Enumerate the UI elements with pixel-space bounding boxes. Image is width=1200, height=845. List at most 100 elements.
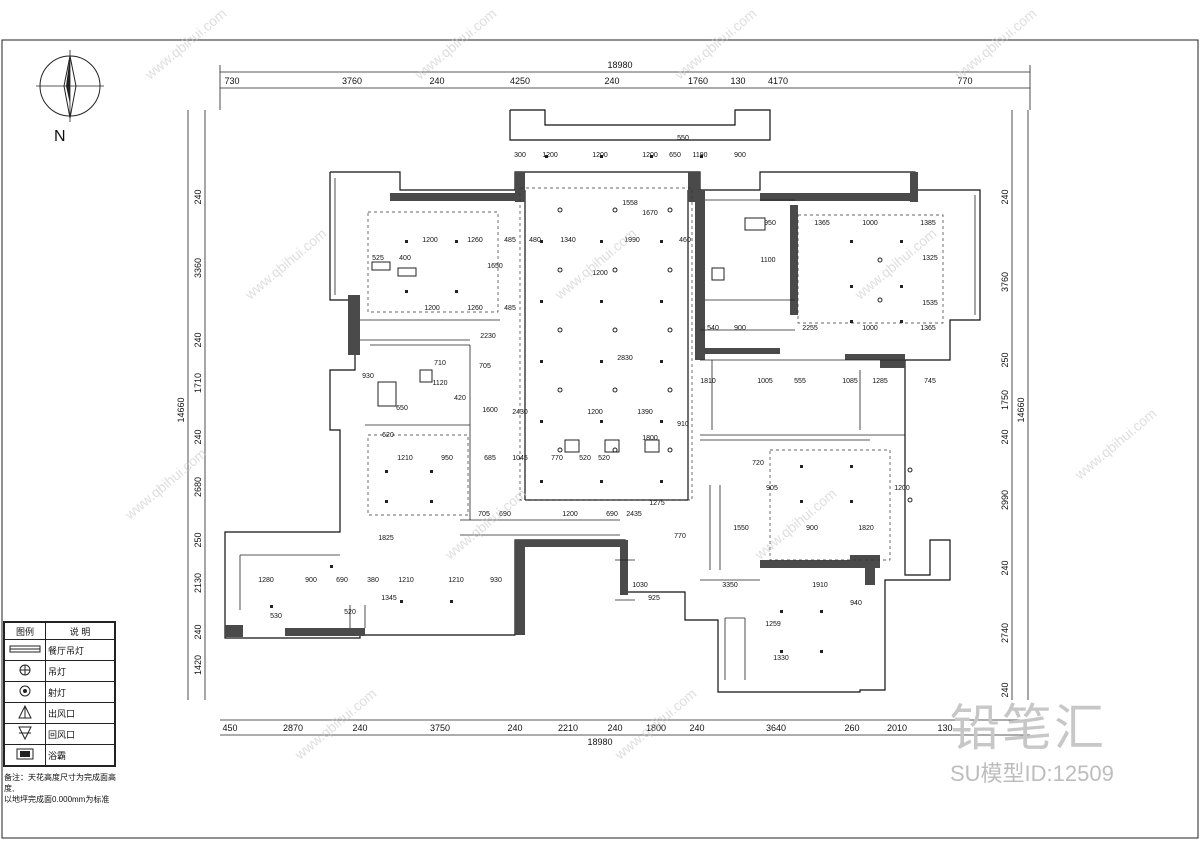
fixture-boxes [371,217,766,453]
watermark-site-text: www.qbihui.com [411,5,500,83]
watermark-site-text: www.qbihui.com [851,225,940,303]
interior-dimension-label: 1200 [894,485,910,492]
interior-dimension-label: 1810 [700,378,716,385]
dimension-bottom-segment: 3640 [766,723,786,733]
interior-dimension-label: 1550 [733,525,749,532]
interior-dimension-label: 2435 [626,511,642,518]
interior-dimension-label: 2830 [617,355,633,362]
interior-dimension-label: 3350 [722,582,738,589]
interior-dimension-label: 400 [399,255,411,262]
floor-outline [224,109,981,693]
interior-dimension-label: 1200 [642,152,658,159]
dimension-top-segment: 3760 [342,76,362,86]
interior-dimension-label: 460 [679,237,691,244]
interior-dimension-label: 1340 [560,237,576,244]
interior-dimension-label: 555 [794,378,806,385]
dimension-bottom-segment: 450 [222,723,237,733]
interior-partitions [239,178,976,680]
interior-dimension-label: 300 [514,152,526,159]
interior-dimension-label: 1600 [482,407,498,414]
interior-dimension-label: 420 [454,395,466,402]
interior-dimension-label: 1200 [587,409,603,416]
interior-dimension-label: 950 [441,455,453,462]
interior-dimension-label: 380 [367,577,379,584]
dimension-right-segment: 240 [1000,682,1010,697]
interior-dimension-label: 650 [669,152,681,159]
dimension-left-segment: 3360 [193,258,203,278]
interior-dimension-label: 1120 [432,380,447,387]
spotlight-icon [19,685,31,697]
interior-dimension-label: 1650 [487,263,503,270]
legend-row: 吊灯 [4,660,115,682]
interior-dimension-label: 1200 [562,511,578,518]
bath-heater-icon [16,748,34,760]
interior-dimension-label: 2430 [512,409,528,416]
return-vent-icon [18,726,32,741]
dimension-top-segment: 240 [429,76,444,86]
watermark-logo: 铅笔汇 SU模型ID:12509 [950,700,1190,810]
supply-vent-icon [18,704,32,719]
interior-dimension-label: 520 [598,455,610,462]
interior-dimension-label: 705 [478,511,490,518]
dimension-bottom-segment: 240 [352,723,367,733]
dimension-top-segment: 240 [604,76,619,86]
dimension-top-segment: 770 [957,76,972,86]
drawing-frame [1,39,1199,839]
interior-dimension-label: 1100 [760,257,775,264]
interior-dimension-label: 520 [344,609,356,616]
interior-dimension-label: 900 [806,525,818,532]
interior-dimension-label: 1825 [378,535,394,542]
interior-dimension-label: 910 [677,421,689,428]
interior-dimension-label: 710 [434,360,446,367]
interior-dimension-label: 530 [270,613,282,620]
legend-row: 射灯 [4,681,115,703]
interior-dimension-label: 900 [305,577,317,584]
interior-dimension-label: 1280 [258,577,274,584]
interior-dimension-label: 1260 [467,305,483,312]
interior-dimension-label: 1030 [632,582,648,589]
dimension-bottom-segment: 240 [689,723,704,733]
legend-header-symbol: 图例 [4,622,46,640]
legend-label: 射灯 [45,681,115,703]
legend-label: 餐厅吊灯 [45,639,115,661]
interior-dimension-label: 550 [677,135,689,142]
interior-dimension-label: 525 [372,255,384,262]
interior-dimension-label: 1558 [622,200,638,207]
legend-label: 出风口 [45,702,115,724]
interior-dimension-label: 2255 [802,325,818,332]
interior-dimension-label: 705 [479,363,491,370]
dimension-top-segment: 4170 [768,76,788,86]
interior-dimension-label: 650 [396,405,408,412]
interior-dimension-label: 1365 [920,325,936,332]
interior-dimension-label: 1200 [592,270,608,277]
solid-walls [225,172,918,637]
interior-dimension-label: 950 [764,220,776,227]
dimension-top-segment: 4250 [510,76,530,86]
interior-dimension-label: 1200 [542,152,558,159]
legend-header-desc: 说 明 [45,622,115,640]
interior-dimension-label: 1390 [637,409,653,416]
dimension-bottom-segment: 2210 [558,723,578,733]
interior-dimension-label: 1200 [422,237,438,244]
dimension-right-total: 14660 [1016,397,1026,422]
legend-row: 浴霸 [4,744,115,766]
interior-dimension-label: 930 [490,577,502,584]
interior-dimension-label: 1000 [862,220,878,227]
interior-dimension-label: 485 [504,237,516,244]
dimension-right-segment: 3760 [1000,272,1010,292]
dimension-bottom-segment: 260 [844,723,859,733]
interior-dimension-label: 1325 [922,255,938,262]
legend-label: 吊灯 [45,660,115,682]
dimension-right-segment: 240 [1000,560,1010,575]
dimension-left-segment: 240 [193,624,203,639]
interior-dimension-label: 685 [484,455,496,462]
interior-dimension-label: 1210 [448,577,464,584]
watermark-site-text: www.qbihui.com [951,5,1040,83]
interior-dimension-label: 690 [499,511,511,518]
interior-dimension-label: 770 [551,455,563,462]
dimension-lines [187,65,1031,736]
interior-dimension-label: 770 [674,533,686,540]
interior-dimension-label: 690 [606,511,618,518]
interior-dimension-label: 1085 [842,378,858,385]
